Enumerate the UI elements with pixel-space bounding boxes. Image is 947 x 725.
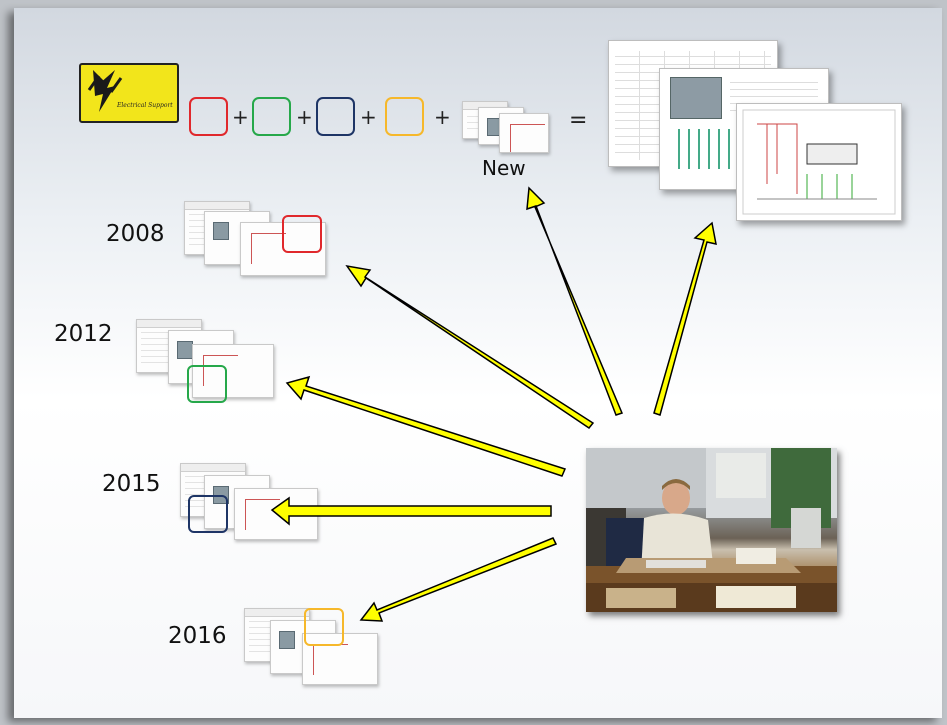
plus-sign: +	[296, 105, 313, 129]
arrow-to-2012	[285, 375, 567, 477]
engineer-at-desk-photo	[586, 448, 837, 612]
year-2015: 2015	[102, 471, 161, 497]
plus-sign: +	[360, 105, 377, 129]
highlight-navy	[188, 495, 228, 533]
electrical-support-logo: Electrical Support	[79, 63, 179, 123]
arrow-to-new	[526, 186, 624, 416]
schematic-drawing	[742, 109, 896, 215]
highlight-red	[282, 215, 322, 253]
plus-sign: +	[232, 105, 249, 129]
arrow-to-2008	[345, 264, 595, 430]
result-document-front	[736, 103, 902, 221]
arrow-to-result	[653, 221, 717, 416]
amber-square	[385, 97, 424, 136]
logo-text: Electrical Support	[117, 102, 173, 109]
new-label: New	[482, 156, 526, 180]
year-2016: 2016	[168, 623, 227, 649]
highlight-green	[187, 365, 227, 403]
year-2012: 2012	[54, 321, 113, 347]
thumb-2012-front	[192, 344, 274, 398]
red-square	[189, 97, 228, 136]
new-thumbnail-front	[499, 113, 549, 153]
arrows-layer	[270, 186, 717, 622]
arrow-to-2016	[359, 537, 558, 622]
engineer-photo	[586, 448, 837, 612]
green-square	[252, 97, 291, 136]
year-2008: 2008	[106, 221, 165, 247]
highlight-amber	[304, 608, 344, 646]
slide: Electrical Support + + + + New = 2008 20…	[14, 8, 942, 718]
lightning-bolt-icon	[87, 70, 123, 112]
arrow-to-2015	[270, 496, 552, 526]
navy-square	[316, 97, 355, 136]
plus-sign: +	[434, 105, 451, 129]
equals-sign: =	[569, 108, 588, 133]
